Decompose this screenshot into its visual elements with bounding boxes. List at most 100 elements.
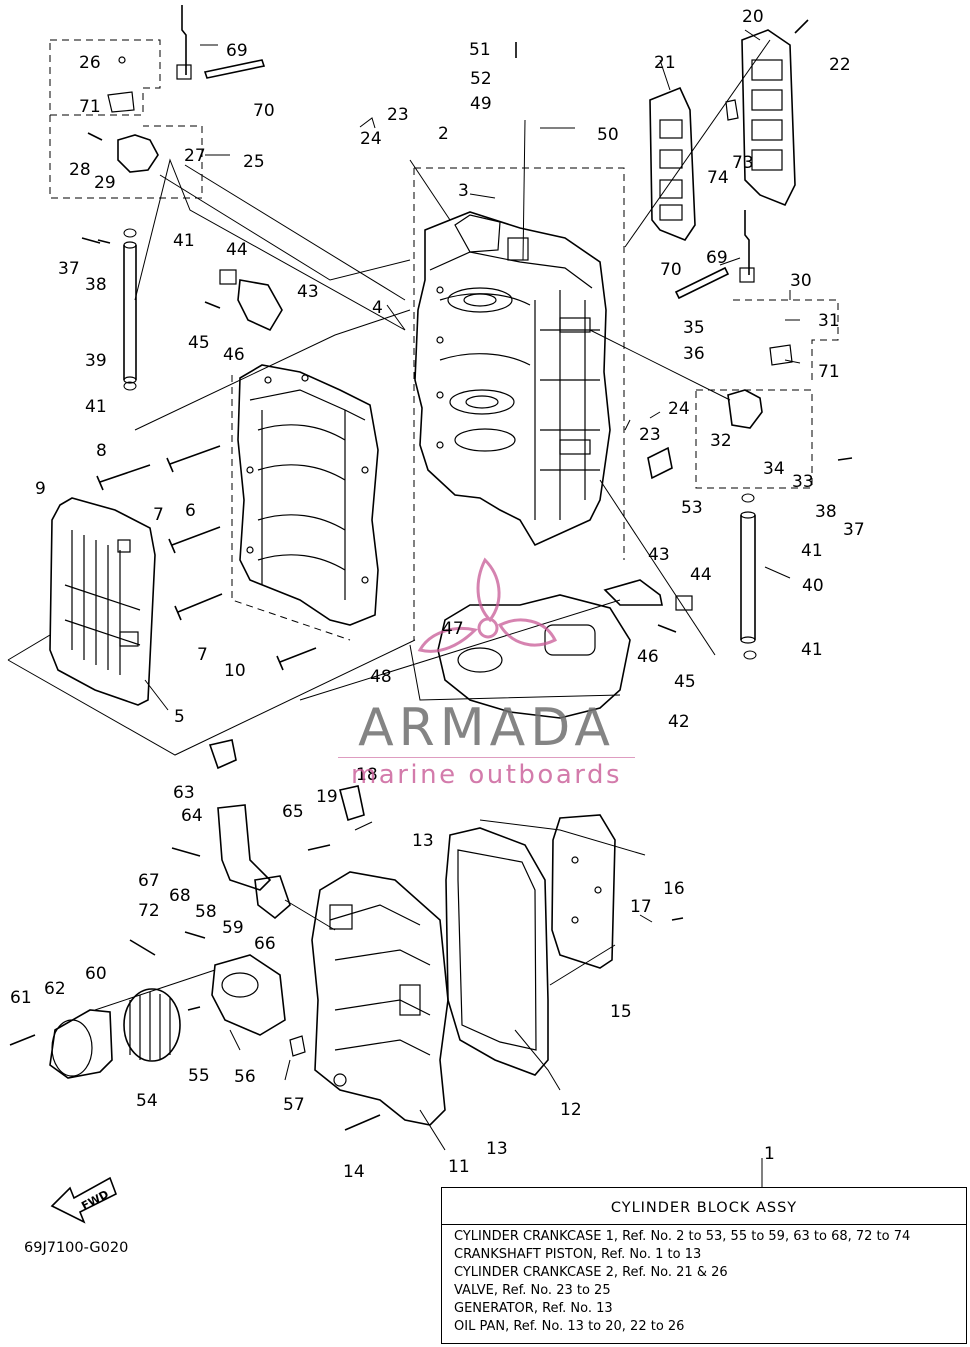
callout-54: 54 [136,1091,158,1111]
callout-65: 65 [282,802,304,822]
cylinder-head-gasket [437,594,631,719]
callout-41: 41 [173,231,195,251]
watermark-tagline: marine outboards [350,760,623,790]
callout-23: 23 [639,425,661,445]
legend-title: CYLINDER BLOCK ASSY [610,1200,798,1216]
callout-43: 43 [648,545,670,565]
callout-55: 55 [188,1066,210,1086]
callout-10: 10 [224,661,246,681]
callout-53: 53 [681,498,703,518]
callout-51: 51 [469,40,491,60]
figure-code: 69J7100-G020 [24,1240,129,1256]
callout-36: 36 [683,344,705,364]
callout-42: 42 [668,712,690,732]
water-pipes [123,228,757,660]
callout-38: 38 [815,502,837,522]
brackets [219,269,693,611]
thermostat-housing-left [107,56,159,173]
callout-25: 25 [243,152,265,172]
exhaust-gasket-and-cover [649,29,796,241]
callout-26: 26 [79,53,101,73]
callout-47: 47 [442,619,464,639]
callout-63: 63 [173,783,195,803]
callout-41: 41 [801,541,823,561]
legend-line: CYLINDER CRANKCASE 2, Ref. No. 21 & 26 [454,1265,728,1281]
callout-1: 1 [764,1144,775,1164]
callout-44: 44 [226,240,248,260]
callout-9: 9 [35,479,46,499]
callout-17: 17 [630,897,652,917]
callout-29: 29 [94,173,116,193]
cylinder-crankcase-block [414,211,611,547]
watermark-divider [338,757,635,758]
callout-24: 24 [360,129,382,149]
legend-line: OIL PAN, Ref. No. 13 to 20, 22 to 26 [454,1319,685,1335]
callout-64: 64 [181,806,203,826]
callout-58: 58 [195,902,217,922]
callout-45: 45 [674,672,696,692]
bolts [9,19,853,1131]
callout-41: 41 [85,397,107,417]
legend-line: CRANKSHAFT PISTON, Ref. No. 1 to 13 [454,1247,702,1263]
callout-73: 73 [732,153,754,173]
callout-2: 2 [438,124,449,144]
callout-6: 6 [185,501,196,521]
callout-16: 16 [663,879,685,899]
callout-21: 21 [654,53,676,73]
callout-44: 44 [690,565,712,585]
callout-43: 43 [297,282,319,302]
legend-divider [442,1224,966,1225]
callout-69: 69 [226,41,248,61]
callout-71: 71 [79,97,101,117]
callout-72: 72 [138,901,160,921]
callout-4: 4 [372,298,383,318]
legend-line: GENERATOR, Ref. No. 13 [454,1301,613,1317]
callout-11: 11 [448,1157,470,1177]
watermark-brand: ARMADA [358,698,615,758]
callout-41: 41 [801,640,823,660]
callout-15: 15 [610,1002,632,1022]
legend-table: CYLINDER BLOCK ASSY CYLINDER CRANKCASE 1… [441,1187,967,1344]
callout-8: 8 [96,441,107,461]
leader-lines [7,29,801,1187]
callout-70: 70 [253,101,275,121]
callout-28: 28 [69,160,91,180]
callout-57: 57 [283,1095,305,1115]
callout-67: 67 [138,871,160,891]
callout-37: 37 [58,259,80,279]
callout-59: 59 [222,918,244,938]
fwd-label: FWD [79,1188,111,1213]
callout-68: 68 [169,886,191,906]
callout-70: 70 [660,260,682,280]
legend-line: VALVE, Ref. No. 23 to 25 [454,1283,611,1299]
callout-18: 18 [356,765,378,785]
callout-49: 49 [470,94,492,114]
crankcase-cover [237,364,379,626]
callout-3: 3 [458,181,469,201]
callout-31: 31 [818,311,840,331]
callout-52: 52 [470,69,492,89]
callout-23: 23 [387,105,409,125]
lower-crankcase [311,871,449,1126]
callout-20: 20 [742,7,764,27]
callout-30: 30 [790,271,812,291]
callout-14: 14 [343,1162,365,1182]
callout-13: 13 [412,831,434,851]
legend-line: CYLINDER CRANKCASE 1, Ref. No. 2 to 53, … [454,1229,911,1244]
callout-34: 34 [763,459,785,479]
callout-33: 33 [792,472,814,492]
thermostat-housing-right [727,344,793,429]
callout-46: 46 [637,647,659,667]
callout-13: 13 [486,1139,508,1159]
callout-62: 62 [44,979,66,999]
fwd-arrow: FWD [50,1176,118,1224]
callout-32: 32 [710,431,732,451]
callout-22: 22 [829,55,851,75]
baffle-plate [551,814,616,969]
callout-38: 38 [85,275,107,295]
oil-pan-gasket [445,827,549,1076]
callout-71: 71 [818,362,840,382]
legend-lines: CYLINDER CRANKCASE 1, Ref. No. 2 to 53, … [454,1228,962,1337]
